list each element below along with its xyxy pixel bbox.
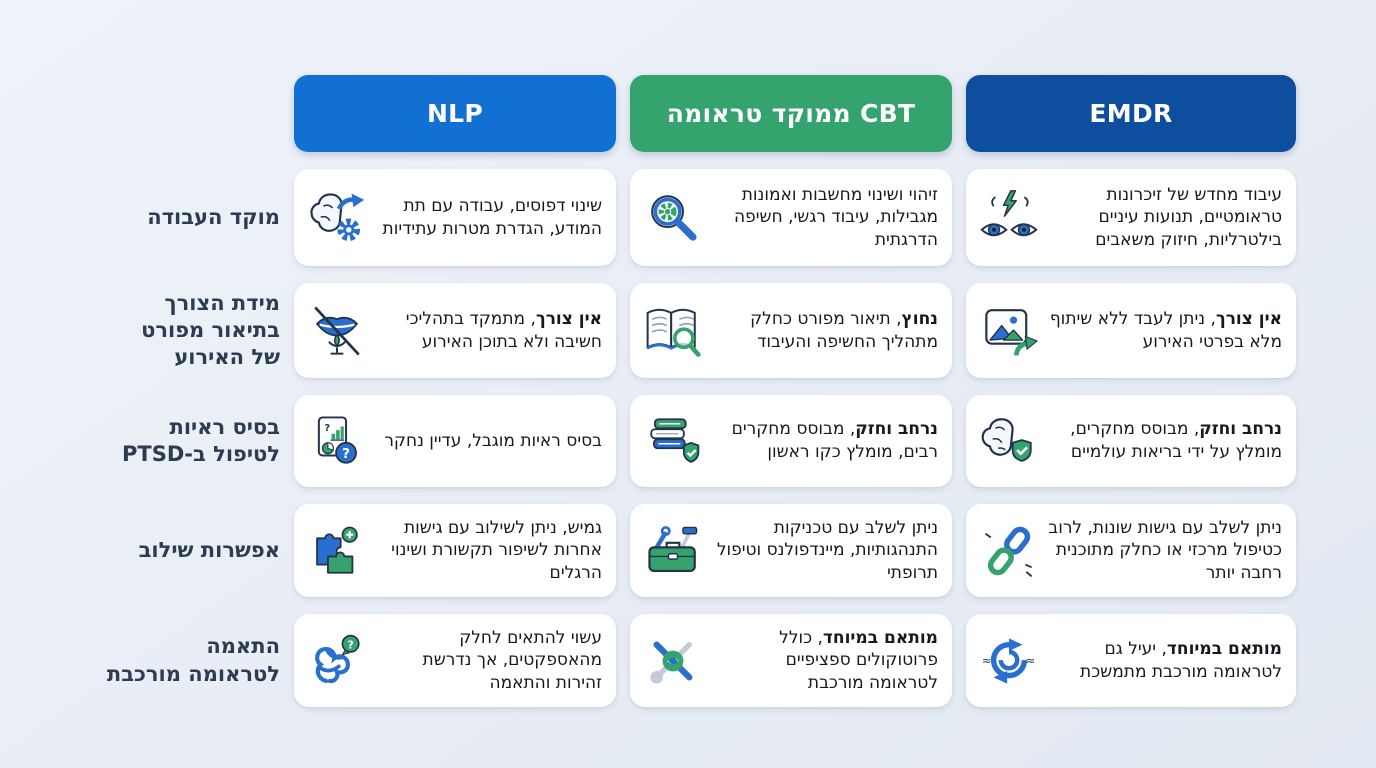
magnifier-gear-icon bbox=[642, 187, 704, 249]
row-label-evidence-base: בסיס ראיות לטיפול ב-PTSD bbox=[122, 414, 280, 466]
image-share-icon bbox=[978, 300, 1040, 362]
puzzle-plus-icon bbox=[306, 520, 368, 582]
cell-text: אין צורך, מתמקד בתהליכי חשיבה ולא בתוכן … bbox=[405, 308, 602, 352]
column-header-cbt-label: CBT ממוקד טראומה bbox=[666, 99, 916, 128]
cell-text: נרחב וחזק, מבוסס מחקרים רבים, מומלץ כקו … bbox=[731, 419, 938, 462]
cell-complex-trauma-cbt: מותאם במיוחד, כולל פרוטוקולים ספציפיים ל… bbox=[630, 614, 952, 707]
eyes-lightning-icon bbox=[978, 187, 1040, 249]
cell-complex-trauma-nlp: ? עשוי להתאים לחלק מהאספקטים, אך נדרשת ז… bbox=[294, 614, 616, 707]
row-label-work-focus: מוקד העבודה bbox=[147, 204, 280, 229]
brain-gear-arrow-icon bbox=[306, 187, 368, 249]
no-speech-icon bbox=[306, 300, 368, 362]
svg-text:≈: ≈ bbox=[982, 653, 992, 667]
cell-evidence-cbt: נרחב וחזק, מבוסס מחקרים רבים, מומלץ כקו … bbox=[630, 395, 952, 487]
cell-text: גמיש, ניתן לשילוב עם גישות אחרות לשיפור … bbox=[391, 517, 602, 583]
corner-spacer bbox=[0, 75, 280, 152]
cell-integration-nlp: גמיש, ניתן לשילוב עם גישות אחרות לשיפור … bbox=[294, 504, 616, 597]
cell-detail-need-emdr: אין צורך, ניתן לעבד ללא שיתוף מלא בפרטי … bbox=[966, 283, 1296, 378]
cell-text: מותאם במיוחד, כולל פרוטוקולים ספציפיים ל… bbox=[779, 627, 938, 693]
column-header-nlp-label: NLP bbox=[426, 99, 484, 128]
knot-tools-icon bbox=[642, 630, 704, 692]
cell-work-focus-nlp: שינוי דפוסים, עבודה עם תת המודע, הגדרת מ… bbox=[294, 169, 616, 266]
svg-text:?: ? bbox=[324, 423, 330, 434]
cell-text: עשוי להתאים לחלק מהאספקטים, אך נדרשת זהי… bbox=[422, 627, 602, 693]
brain-shield-icon bbox=[978, 410, 1040, 472]
cell-text: ניתן לשלב עם גישות שונות, לרוב כטיפול מר… bbox=[1048, 517, 1282, 583]
cell-integration-cbt: ניתן לשלב עם טכניקות התנהגותיות, מיינדפו… bbox=[630, 504, 952, 597]
cell-evidence-emdr: נרחב וחזק, מבוסס מחקרים, מומלץ על ידי בר… bbox=[966, 395, 1296, 487]
cell-integration-emdr: ניתן לשלב עם גישות שונות, לרוב כטיפול מר… bbox=[966, 504, 1296, 597]
svg-text:≈: ≈ bbox=[1025, 653, 1035, 667]
cell-evidence-nlp: ?? בסיס ראיות מוגבל, עדיין נחקר bbox=[294, 395, 616, 487]
row-label-integration: אפשרות שילוב bbox=[138, 537, 280, 562]
column-header-emdr: EMDR bbox=[966, 75, 1296, 152]
row-label-complex-trauma: התאמה לטראומה מורכבת bbox=[106, 634, 280, 686]
column-header-emdr-label: EMDR bbox=[1089, 99, 1173, 128]
cell-text: אין צורך, ניתן לעבד ללא שיתוף מלא בפרטי … bbox=[1049, 308, 1282, 352]
cell-complex-trauma-emdr: ≈≈ מותאם במיוחד, יעיל גם לטראומה מורכבת … bbox=[966, 614, 1296, 707]
cell-text: בסיס ראיות מוגבל, עדיין נחקר bbox=[384, 430, 602, 451]
column-header-nlp: NLP bbox=[294, 75, 616, 152]
toolbox-icon bbox=[642, 520, 704, 582]
knot-question-icon: ? bbox=[306, 630, 368, 692]
svg-text:?: ? bbox=[342, 446, 350, 462]
cell-work-focus-emdr: עיבוד מחדש של זיכרונות טראומטיים, תנועות… bbox=[966, 169, 1296, 266]
cell-text: מותאם במיוחד, יעיל גם לטראומה מורכבת מתמ… bbox=[1080, 638, 1282, 682]
cell-text: נרחב וחזק, מבוסס מחקרים, מומלץ על ידי בר… bbox=[1070, 419, 1282, 462]
cell-work-focus-cbt: זיהוי ושינוי מחשבות ואמונות מגבילות, עיב… bbox=[630, 169, 952, 266]
cell-text: ניתן לשלב עם טכניקות התנהגותיות, מיינדפו… bbox=[716, 517, 938, 583]
therapy-comparison-table: NLP CBT ממוקד טראומה EMDR מוקד העבודה שי… bbox=[0, 75, 1296, 707]
cell-text: זיהוי ושינוי מחשבות ואמונות מגבילות, עיב… bbox=[734, 184, 938, 250]
cell-text: שינוי דפוסים, עבודה עם תת המודע, הגדרת מ… bbox=[382, 195, 602, 239]
chart-question-icon: ?? bbox=[306, 410, 368, 472]
svg-text:?: ? bbox=[347, 638, 353, 651]
spiral-arrows-icon: ≈≈ bbox=[978, 630, 1040, 692]
cell-detail-need-cbt: נחוץ, תיאור מפורט כחלק מתהליך החשיפה והע… bbox=[630, 283, 952, 378]
chain-links-icon bbox=[978, 520, 1040, 582]
column-header-cbt: CBT ממוקד טראומה bbox=[630, 75, 952, 152]
book-magnifier-icon bbox=[642, 300, 704, 362]
books-shield-icon bbox=[642, 410, 704, 472]
cell-text: עיבוד מחדש של זיכרונות טראומטיים, תנועות… bbox=[1095, 184, 1282, 250]
cell-detail-need-nlp: אין צורך, מתמקד בתהליכי חשיבה ולא בתוכן … bbox=[294, 283, 616, 378]
cell-text: נחוץ, תיאור מפורט כחלק מתהליך החשיפה והע… bbox=[750, 308, 938, 352]
row-label-detail-need: מידת הצורך בתיאור מפורט של האירוע bbox=[141, 290, 280, 370]
